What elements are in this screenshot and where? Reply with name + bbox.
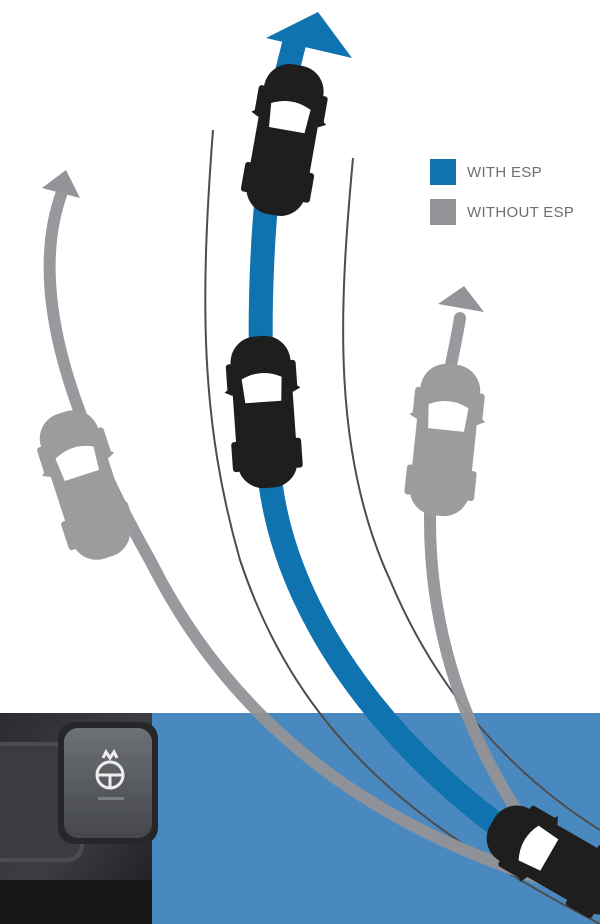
car-with-esp-middle	[221, 334, 307, 491]
car-without-esp-left	[25, 401, 144, 569]
without-esp-arrowhead-right	[438, 286, 484, 312]
legend-swatch-with-esp	[430, 159, 456, 185]
legend-label-with-esp: WITH ESP	[467, 164, 542, 181]
legend: WITH ESP WITHOUT ESP	[430, 159, 574, 239]
legend-item-with-esp: WITH ESP	[430, 159, 574, 185]
legend-item-without-esp: WITHOUT ESP	[430, 199, 574, 225]
legend-swatch-without-esp	[430, 199, 456, 225]
car-with-esp-top	[234, 59, 335, 222]
legend-label-without-esp: WITHOUT ESP	[467, 204, 574, 221]
with-esp-arrowhead	[266, 12, 352, 58]
car-without-esp-right	[399, 360, 490, 519]
esp-off-button-photo	[0, 713, 158, 924]
